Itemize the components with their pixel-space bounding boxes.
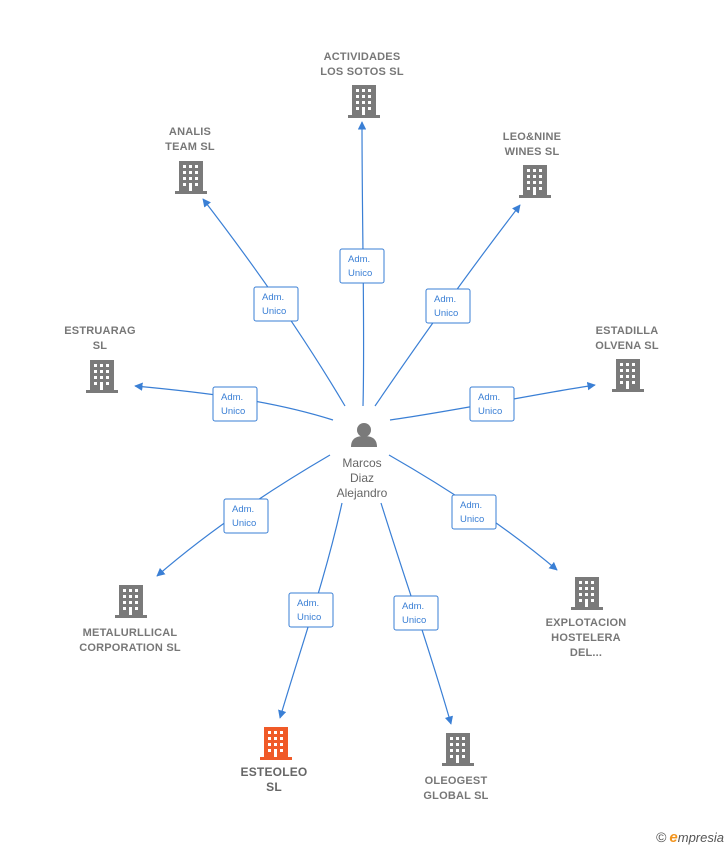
company-name-line: ESTRUARAG <box>64 325 135 337</box>
company-name-line: HOSTELERA <box>551 632 621 644</box>
edge-role-line: Adm. <box>434 294 456 305</box>
company-name-line: OLEOGEST <box>425 775 488 787</box>
brand-logo-text: mpresia <box>677 830 724 845</box>
edge-role-line: Adm. <box>221 392 243 403</box>
building-icon <box>86 360 118 393</box>
edge-role-box <box>425 288 471 324</box>
edge-role-box <box>223 498 269 534</box>
company-node-metalurllical[interactable]: METALURLLICAL CORPORATION SL <box>79 585 181 654</box>
edge-actividades: Adm. Unico <box>339 121 385 407</box>
edge-role-line: Unico <box>402 615 426 626</box>
edge-esteoleo: Adm. Unico <box>278 502 343 719</box>
company-name-line: LEO&NINE <box>503 131 561 143</box>
edge-role-label[interactable]: Adm. Unico <box>212 386 258 422</box>
edge-role-line: Unico <box>262 306 286 317</box>
edge-estruarag: Adm. Unico <box>134 382 334 422</box>
company-name-line: DEL... <box>570 647 602 659</box>
building-icon <box>175 161 207 194</box>
nodes-layer: ACTIVIDADES LOS SOTOS SL ANALIS TEAM SL LEO&… <box>64 51 659 802</box>
edge-leonine: Adm. Unico <box>374 204 521 407</box>
edge-role-label[interactable]: Adm. Unico <box>253 286 299 322</box>
edge-role-line: Adm. <box>460 500 482 511</box>
edge-role-label[interactable]: Adm. Unico <box>393 595 439 631</box>
edge-role-box <box>253 286 299 322</box>
edge-role-box <box>212 386 258 422</box>
edge-analis: Adm. Unico <box>202 198 346 407</box>
edge-role-line: Adm. <box>262 292 284 303</box>
company-name-line: CORPORATION SL <box>79 642 181 654</box>
brand-logo-initial: e <box>669 829 678 846</box>
edge-role-box <box>339 248 385 284</box>
company-name-line: METALURLLICAL <box>83 627 178 639</box>
company-name-line: ACTIVIDADES <box>324 51 401 63</box>
company-node-leonine[interactable]: LEO&NINE WINES SL <box>503 131 561 198</box>
edge-role-box <box>288 592 334 628</box>
company-name-line: EXPLOTACION <box>546 617 627 629</box>
company-name-line: OLVENA SL <box>595 340 659 352</box>
person-icon <box>351 423 377 447</box>
edge-role-line: Adm. <box>402 601 424 612</box>
company-node-estadilla[interactable]: ESTADILLA OLVENA SL <box>595 325 659 392</box>
building-icon <box>571 577 603 610</box>
copyright-symbol: © <box>656 829 667 845</box>
person-name-line: Diaz <box>350 471 374 485</box>
company-name-line: ESTADILLA <box>596 325 659 337</box>
company-name-line: TEAM SL <box>165 141 215 153</box>
edge-role-line: Adm. <box>478 392 500 403</box>
person-name-line: Alejandro <box>337 486 388 500</box>
edge-role-label[interactable]: Adm. Unico <box>451 494 497 530</box>
building-icon <box>519 165 551 198</box>
company-node-analis[interactable]: ANALIS TEAM SL <box>165 126 215 194</box>
edge-role-line: Unico <box>348 268 372 279</box>
edge-role-line: Unico <box>297 612 321 623</box>
person-node[interactable]: Marcos Diaz Alejandro <box>337 423 388 500</box>
edge-metalurllical: Adm. Unico <box>156 454 331 577</box>
building-icon <box>348 85 380 118</box>
company-node-explotacion[interactable]: EXPLOTACION HOSTELERA DEL... <box>546 577 627 659</box>
edge-role-label[interactable]: Adm. Unico <box>339 248 385 284</box>
edge-role-box <box>393 595 439 631</box>
edge-role-line: Adm. <box>297 598 319 609</box>
edge-role-line: Unico <box>460 514 484 525</box>
company-name-line: ANALIS <box>169 126 211 138</box>
edge-role-box <box>469 386 515 422</box>
edge-explotacion: Adm. Unico <box>388 454 558 571</box>
edge-role-label[interactable]: Adm. Unico <box>288 592 334 628</box>
edge-role-line: Unico <box>221 406 245 417</box>
edge-role-box <box>451 494 497 530</box>
building-icon <box>260 727 292 760</box>
edge-role-line: Adm. <box>348 254 370 265</box>
building-icon <box>115 585 147 618</box>
building-icon <box>612 359 644 392</box>
company-name-line: WINES SL <box>505 146 560 158</box>
footer-brand: ©empresia <box>656 829 724 846</box>
edges-layer: Adm.UnicoAdm.UnicoAdm.UnicoAdm.UnicoAdm.… <box>134 121 596 725</box>
edge-role-line: Unico <box>232 518 256 529</box>
edge-role-label[interactable]: Adm. Unico <box>425 288 471 324</box>
company-name-line: SL <box>93 340 108 352</box>
building-icon <box>442 733 474 766</box>
person-name-line: Marcos <box>342 456 381 470</box>
edge-role-line: Adm. <box>232 504 254 515</box>
edge-role-line: Unico <box>478 406 502 417</box>
company-name-line: ESTEOLEO <box>241 765 308 779</box>
edge-estadilla: Adm. Unico <box>389 381 596 422</box>
company-name-line: LOS SOTOS SL <box>320 66 404 78</box>
edge-role-line: Unico <box>434 308 458 319</box>
company-node-oleogest[interactable]: OLEOGEST GLOBAL SL <box>423 733 488 802</box>
company-node-actividades[interactable]: ACTIVIDADES LOS SOTOS SL <box>320 51 404 118</box>
company-name-line: SL <box>266 780 282 794</box>
company-node-estruarag[interactable]: ESTRUARAG SL <box>64 325 136 393</box>
edge-role-label[interactable]: Adm. Unico <box>223 498 269 534</box>
edge-role-label[interactable]: Adm. Unico <box>469 386 515 422</box>
company-name-line: GLOBAL SL <box>423 790 488 802</box>
edge-oleogest: Adm. Unico <box>380 502 453 725</box>
